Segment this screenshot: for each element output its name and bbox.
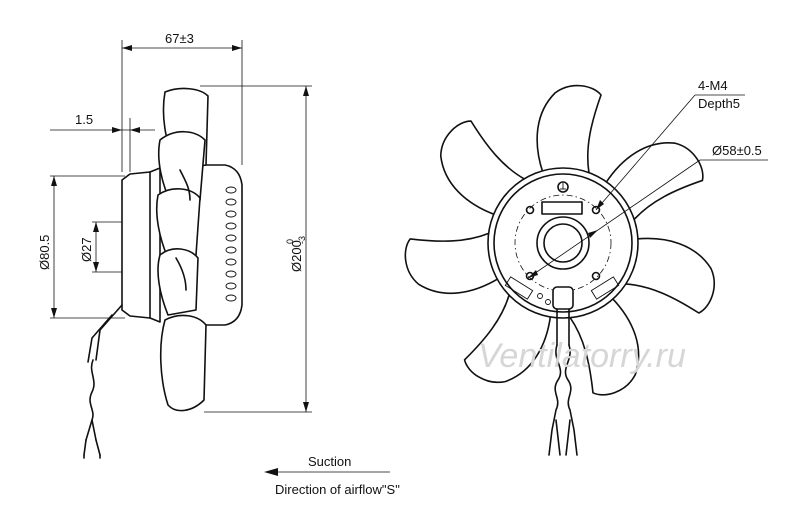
bolt-circle-label: Ø58±0.5 (712, 143, 762, 158)
hub-markings (504, 276, 620, 305)
airflow-indicator: Suction Direction of airflow"S" (264, 454, 400, 497)
blade-1 (536, 84, 602, 180)
motor-flange (121, 171, 151, 319)
side-cable (83, 304, 123, 459)
flange-edge (149, 167, 161, 323)
dim-80-label: Ø80.5 (37, 235, 52, 270)
hub-inner-ring (493, 173, 633, 313)
leader-thread (595, 94, 696, 211)
front-view: 4-M4 Depth5 Ø58±0.5 (400, 78, 768, 456)
suction-label: Suction (308, 454, 351, 469)
bolt-circle (514, 194, 612, 292)
cable-gland (552, 286, 574, 310)
center-bore-inner (543, 223, 583, 263)
side-view: 67±3 1.5 Ø80.5 Ø27 Ø200 0 -3 (37, 31, 312, 459)
dim-1-5-label: 1.5 (75, 112, 93, 127)
side-blades (155, 87, 209, 412)
dim-200-label: Ø200 (289, 240, 304, 272)
dim-27-label: Ø27 (79, 237, 94, 262)
front-cable (548, 286, 578, 456)
depth-label: Depth5 (698, 96, 740, 111)
rotor-cooling-slots (225, 186, 237, 302)
ground-symbol-icon (557, 181, 569, 193)
rotor-housing (199, 164, 243, 326)
airflow-direction-label: Direction of airflow"S" (275, 482, 400, 497)
dim-200-sub: -3 (297, 236, 307, 244)
center-bore-outer (536, 216, 590, 270)
dim-200-sup: 0 (285, 239, 295, 244)
dim-200-label-group: Ø200 0 -3 (285, 236, 307, 272)
label-plate (541, 201, 583, 215)
thread-label: 4-M4 (698, 78, 728, 93)
dim-67-label: 67±3 (165, 31, 194, 46)
leader-bolt-circle (527, 159, 701, 279)
watermark: Ventilatorry.ru (478, 337, 686, 375)
airflow-arrowhead-icon (264, 468, 278, 476)
